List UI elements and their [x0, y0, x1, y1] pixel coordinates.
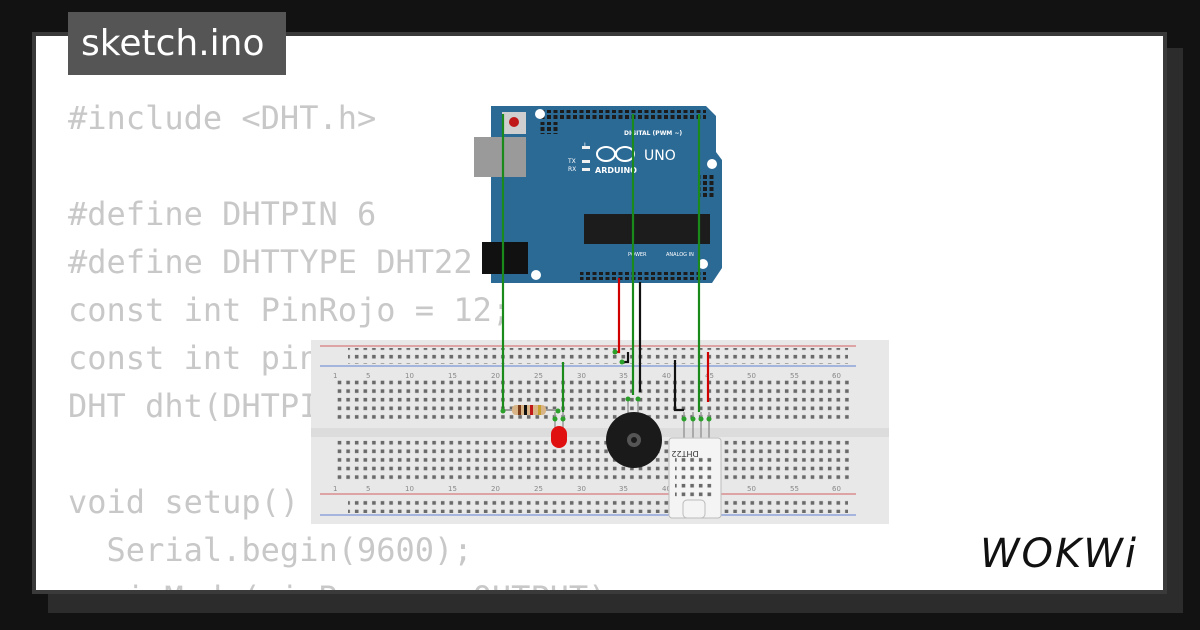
svg-text:5: 5 [366, 485, 370, 493]
code-line: void setup() { [68, 483, 338, 521]
svg-text:25: 25 [534, 372, 543, 380]
svg-text:20: 20 [491, 372, 500, 380]
board-brand-label: ARDUINO [595, 166, 637, 175]
buzzer[interactable] [606, 400, 662, 468]
svg-text:5: 5 [366, 372, 370, 380]
svg-text:TX: TX [567, 158, 576, 165]
code-line: #define DHTPIN 6 [68, 195, 377, 233]
code-line: Serial.begin(9600); [68, 531, 473, 569]
svg-text:15: 15 [448, 372, 457, 380]
svg-text:40: 40 [662, 372, 671, 380]
file-name-tab[interactable]: sketch.ino [68, 12, 286, 75]
code-line: DHT dht(DHTPI [68, 387, 319, 425]
svg-text:50: 50 [747, 485, 756, 493]
wokwi-logo: WOKWi [980, 531, 1138, 575]
svg-text:50: 50 [747, 372, 756, 380]
pin-indicators [500, 349, 712, 422]
svg-text:10: 10 [405, 485, 414, 493]
code-line: #define DHTTYPE DHT22 [68, 243, 473, 281]
board-model-label: UNO [644, 148, 676, 164]
svg-text:40: 40 [662, 485, 671, 493]
svg-text:45: 45 [705, 372, 714, 380]
svg-text:55: 55 [790, 372, 799, 380]
logo-text: WOKWi [980, 531, 1138, 575]
code-preview: #include <DHT.h> #define DHTPIN 6 #defin… [68, 94, 627, 590]
svg-text:55: 55 [790, 485, 799, 493]
resistor[interactable] [503, 405, 558, 415]
code-line: const int PinRojo = 12; [68, 291, 512, 329]
dht22-sensor[interactable]: DHT22 [668, 412, 722, 519]
power-jack [482, 242, 528, 274]
svg-text:60: 60 [832, 485, 841, 493]
svg-text:60: 60 [832, 372, 841, 380]
svg-text:35: 35 [619, 372, 628, 380]
svg-text:30: 30 [577, 485, 586, 493]
sensor-label: DHT22 [671, 449, 698, 458]
svg-text:L: L [584, 142, 588, 149]
code-line: #include <DHT.h> [68, 99, 377, 137]
svg-text:1: 1 [333, 372, 337, 380]
svg-text:10: 10 [405, 372, 414, 380]
code-line: const int pin [68, 339, 319, 377]
code-line: pinMode(pinBuzzer, OUTPUT); [68, 574, 627, 590]
usb-port [474, 137, 526, 177]
microcontroller-chip [584, 214, 710, 244]
svg-text:1: 1 [333, 485, 337, 493]
analog-header-label: ANALOG IN [666, 252, 694, 258]
power-header-label: POWER [628, 252, 647, 258]
svg-text:35: 35 [619, 485, 628, 493]
svg-text:15: 15 [448, 485, 457, 493]
arduino-uno-board[interactable]: DIGITAL (PWM ~) UNO ARDUINO POWER ANALOG… [474, 106, 722, 283]
svg-text:30: 30 [577, 372, 586, 380]
svg-text:20: 20 [491, 485, 500, 493]
svg-text:25: 25 [534, 485, 543, 493]
red-led[interactable] [551, 412, 567, 448]
svg-text:RX: RX [568, 166, 576, 173]
digital-header-label: DIGITAL (PWM ~) [624, 130, 682, 137]
